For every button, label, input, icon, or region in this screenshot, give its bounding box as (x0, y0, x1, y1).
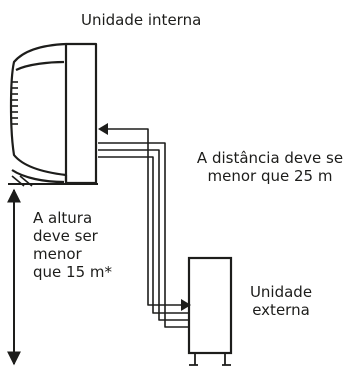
arrow-to-outdoor (181, 299, 191, 311)
pipe-middle (98, 149, 189, 321)
height-label-line1: A altura (33, 209, 93, 227)
outdoor-unit (187, 256, 233, 366)
pipe-return (104, 128, 189, 306)
mounting-reference (8, 175, 98, 187)
indoor-unit-label: Unidade interna (81, 11, 202, 29)
distance-label-line2: menor que 25 m (207, 167, 333, 185)
outdoor-label-line1: Unidade (249, 283, 313, 301)
outdoor-unit-label: Unidade externa (236, 283, 326, 319)
indoor-unit-louver (11, 169, 65, 184)
indoor-unit-front (15, 60, 65, 71)
distance-label-line1: A distância deve se (196, 149, 344, 167)
pipe-outer (98, 142, 189, 328)
outdoor-unit-body (187, 256, 233, 355)
indoor-unit-body (9, 42, 98, 185)
arrow-to-indoor (98, 123, 108, 135)
indoor-unit-vent (12, 81, 18, 125)
pipe-inner (98, 156, 189, 314)
height-label: A altura deve ser menor que 15 m* (33, 209, 112, 281)
height-label-line2: deve ser (33, 227, 98, 245)
refrigerant-pipes (98, 123, 191, 328)
height-label-line4: que 15 m* (33, 263, 112, 281)
outdoor-label-line2: externa (252, 301, 310, 319)
indoor-unit (9, 42, 98, 185)
outdoor-unit-feet (189, 353, 231, 366)
distance-label: A distância deve se menor que 25 m (185, 149, 355, 185)
height-label-line3: menor (33, 245, 82, 263)
